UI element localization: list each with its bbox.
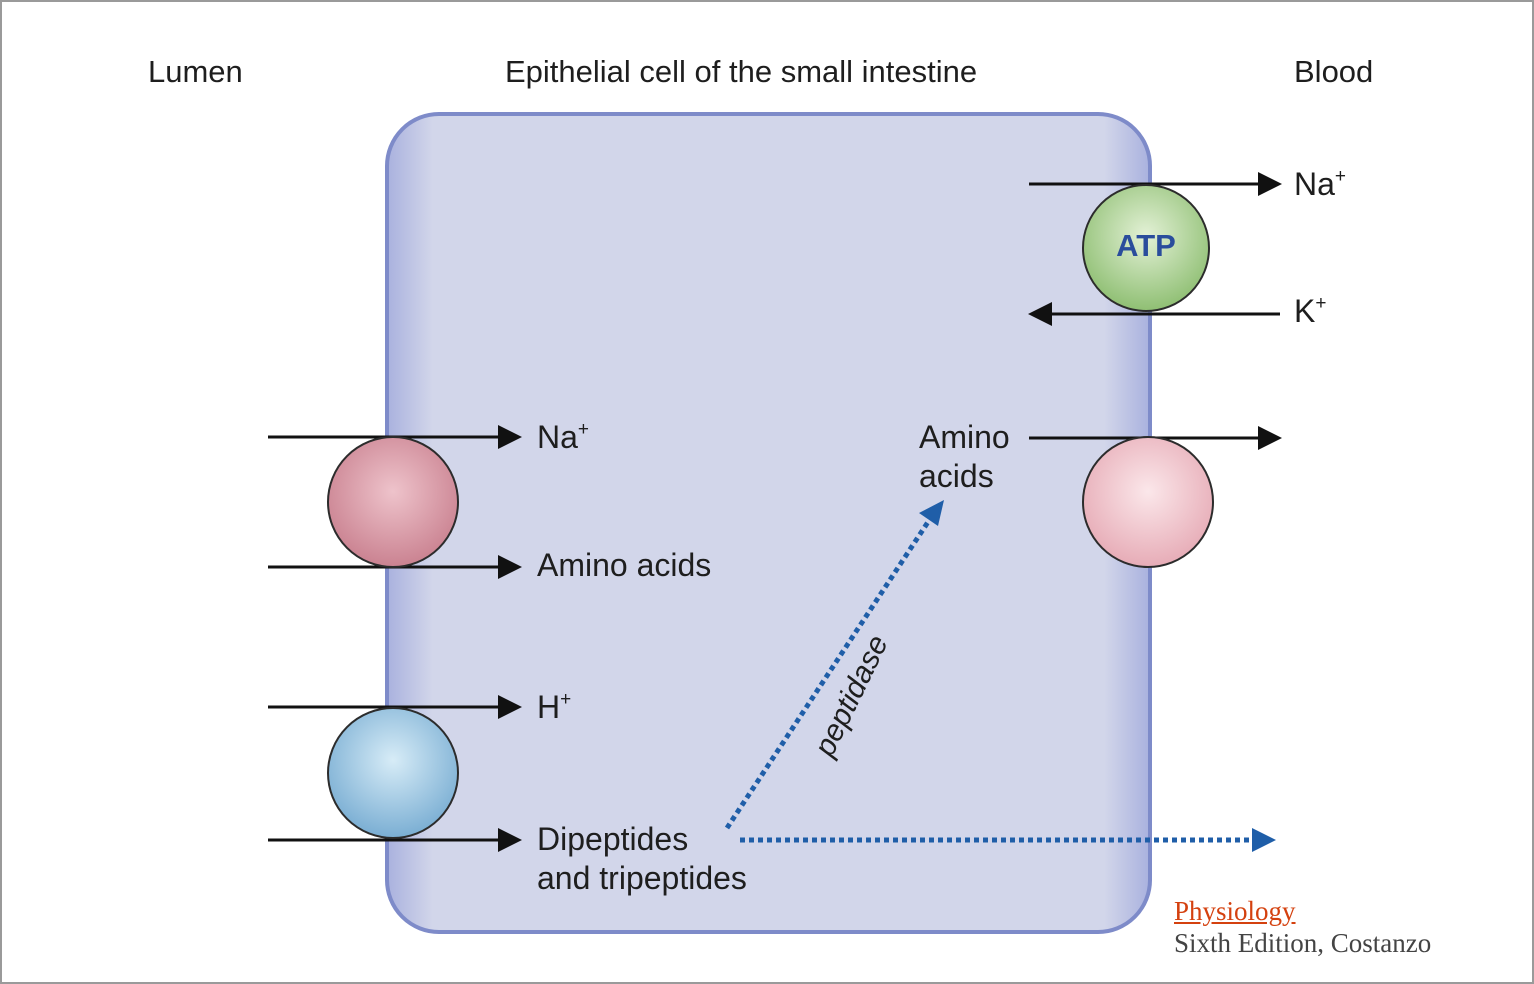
apical-amino-arrowhead: [498, 555, 522, 579]
apical-h-charge: +: [560, 689, 572, 710]
apical-na-charge: +: [577, 419, 590, 440]
pump-na-charge: +: [1334, 166, 1347, 187]
pump-k-charge: +: [1315, 293, 1327, 314]
h-peptide-cotransporter: [327, 707, 459, 839]
cell-label: Epithelial cell of the small intestine: [505, 54, 978, 89]
apical-na-text: Na: [537, 419, 578, 455]
lumen-label: Lumen: [148, 54, 243, 89]
apical-peptides-arrowhead: [498, 828, 522, 852]
apical-h-arrowhead: [498, 695, 522, 719]
intracellular-amino-line1: Amino: [919, 419, 1010, 455]
apical-h-label: H+: [537, 688, 571, 726]
intracellular-amino-line2: acids: [919, 458, 994, 494]
apical-na-arrowhead: [498, 425, 522, 449]
amino-acid-transporter: [1082, 436, 1214, 568]
pump-k-label: K+: [1294, 292, 1326, 330]
pump-na-label: Na+: [1294, 165, 1346, 203]
pump-k-text: K: [1294, 293, 1316, 329]
basolateral-amino-arrowhead: [1258, 426, 1282, 450]
peptidase-dotted-arrow-line: [724, 520, 931, 830]
peptides-label-line1: Dipeptides: [537, 821, 689, 857]
pump-k-arrowhead: [1028, 302, 1052, 326]
atp-label: ATP: [1116, 228, 1176, 263]
blood-label: Blood: [1294, 54, 1374, 89]
na-amino-acid-cotransporter: [327, 436, 459, 568]
pump-na-arrowhead: [1258, 172, 1282, 196]
peptide-exit-dotted-arrowhead: [1252, 828, 1276, 852]
atpase-pump: [1082, 184, 1210, 312]
credit-title-link[interactable]: Physiology: [1174, 896, 1296, 926]
epithelial-cell: [385, 112, 1152, 934]
apical-amino-acids-label: Amino acids: [537, 547, 712, 583]
pump-na-text: Na: [1294, 166, 1335, 202]
apical-h-text: H: [537, 689, 561, 725]
peptides-label-line2: and tripeptides: [537, 860, 747, 896]
peptidase-dotted-arrowhead: [919, 500, 944, 526]
credit-subtitle: Sixth Edition, Costanzo: [1174, 928, 1432, 958]
apical-na-label: Na+: [537, 418, 589, 456]
